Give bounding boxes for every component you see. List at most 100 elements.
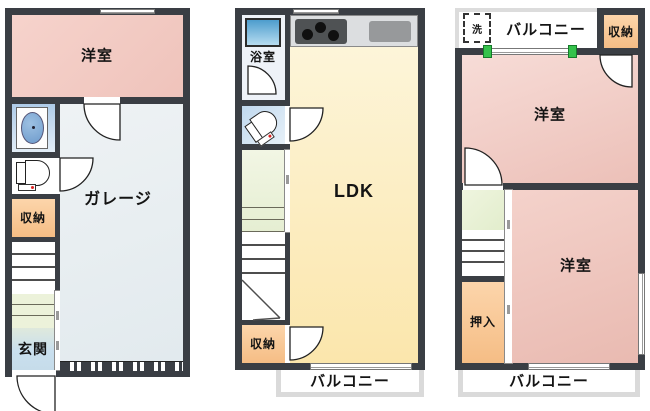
window-top-2f <box>293 9 339 14</box>
door-arc-room-upper-3f <box>464 147 503 186</box>
stair-tread <box>12 242 55 255</box>
burner-icon <box>328 30 339 41</box>
window-marker-icon <box>483 45 492 58</box>
balcony-top-3f-label: バルコニー <box>506 21 586 39</box>
storage-1f-label: 収納 <box>19 211 47 225</box>
sliding-door-handle <box>507 305 510 314</box>
room-western-1f <box>12 15 183 97</box>
floor1-plan: 洋室 収納 <box>5 8 190 411</box>
stairs-3f <box>462 230 505 276</box>
toilet-controls-icon <box>18 184 36 191</box>
toilet-bowl-icon <box>25 160 50 186</box>
door-opening <box>84 97 120 104</box>
stairs-1f <box>12 242 55 294</box>
room-ldk <box>290 47 418 363</box>
stairs-landing-1f <box>12 294 55 328</box>
toilet-button-icon <box>31 186 34 189</box>
sliding-door-handle <box>286 175 289 184</box>
storage-3f <box>604 15 638 48</box>
door-opening <box>55 158 60 194</box>
storage-3f-label: 収納 <box>607 25 635 39</box>
door-arc-storage-3f <box>599 54 633 88</box>
room-ldk-label: LDK <box>334 181 374 201</box>
stair-tread <box>12 255 55 268</box>
room-western-upper-3f-label: 洋室 <box>533 106 567 124</box>
stair-tread <box>12 305 55 316</box>
garage-1f <box>60 104 183 361</box>
stair-tread <box>242 246 285 260</box>
balcony-2f: バルコニー <box>276 370 424 397</box>
window-track <box>529 366 609 368</box>
stair-winder-lines <box>241 279 281 321</box>
sliding-door-handle <box>507 220 510 229</box>
hall-2f <box>242 150 285 232</box>
balcony-top-3f: 洗 バルコニー <box>455 8 597 48</box>
floor2-plan: 浴室 <box>235 8 425 370</box>
door-arc-western-1f <box>83 103 121 141</box>
garage-1f-label: ガレージ <box>84 191 152 208</box>
room-western-lower-3f-label: 洋室 <box>559 257 593 275</box>
entrance-1f <box>12 328 55 370</box>
vanity-counter-icon <box>16 107 48 149</box>
washer-label: 洗 <box>472 24 482 36</box>
storage-1f <box>12 199 55 237</box>
stair-tread <box>462 230 505 241</box>
stair-tread <box>462 252 505 263</box>
door-symbols-3f <box>463 54 633 190</box>
bathtub-icon <box>245 18 281 47</box>
room-western-lower-3f <box>512 190 638 363</box>
stair-tread <box>462 241 505 252</box>
washing-machine-icon: 洗 <box>463 13 491 43</box>
storage-2f <box>242 325 285 363</box>
stair-tread <box>12 268 55 281</box>
window-balcony-2f <box>310 363 412 370</box>
door-opening <box>463 183 503 190</box>
garage-shutter-icon <box>60 361 183 371</box>
balcony-2f-label: バルコニー <box>310 372 390 390</box>
entrance-door-arc <box>16 375 56 411</box>
stair-tread <box>242 260 285 274</box>
sliding-door-handle <box>56 311 59 320</box>
door-arc-storage-2f <box>289 326 324 361</box>
stair-tread <box>242 232 285 246</box>
stair-tread <box>242 220 285 232</box>
window-right-3f <box>638 273 645 355</box>
room-western-1f-label: 洋室 <box>80 47 114 65</box>
window-marker-icon <box>568 45 577 58</box>
toilet-room-1f <box>12 158 55 194</box>
stair-tread <box>242 208 285 220</box>
toilet-room-2f <box>242 106 285 147</box>
window-balcony-bottom-3f <box>528 363 610 370</box>
balcony-3f: バルコニー <box>458 370 640 397</box>
window-track <box>311 366 411 368</box>
sliding-door-3f <box>504 189 513 364</box>
faucet-icon <box>32 126 35 129</box>
kitchen-sink-icon <box>369 21 411 42</box>
window-track <box>294 11 338 13</box>
sliding-door-hall-2f <box>284 149 291 233</box>
floor3-plan: 洗 バルコニー 収納 洋室 押入 洋室 <box>455 8 645 370</box>
kitchen-counter <box>290 15 418 47</box>
door-arc-bath <box>247 65 277 95</box>
window-track <box>486 51 576 53</box>
closet-3f <box>462 282 505 363</box>
bathroom-2f-label: 浴室 <box>249 50 277 64</box>
hall-steps <box>242 196 285 232</box>
door-opening <box>285 325 290 363</box>
door-opening <box>12 370 56 377</box>
stair-tread <box>242 196 285 208</box>
hall-3f <box>462 190 505 230</box>
balcony-3f-label: バルコニー <box>509 372 589 390</box>
door-arc-toilet-1f <box>59 157 94 192</box>
stair-tread <box>12 294 55 305</box>
stove-icon <box>295 19 347 44</box>
window-top-1f <box>100 9 155 14</box>
entrance-1f-label: 玄関 <box>18 341 48 357</box>
door-opening <box>285 106 290 144</box>
storage-2f-label: 収納 <box>249 337 277 351</box>
burner-icon <box>302 29 313 40</box>
door-arc-toilet-2f <box>289 107 324 142</box>
burner-icon <box>315 22 326 33</box>
door-symbols-2f <box>241 65 324 363</box>
